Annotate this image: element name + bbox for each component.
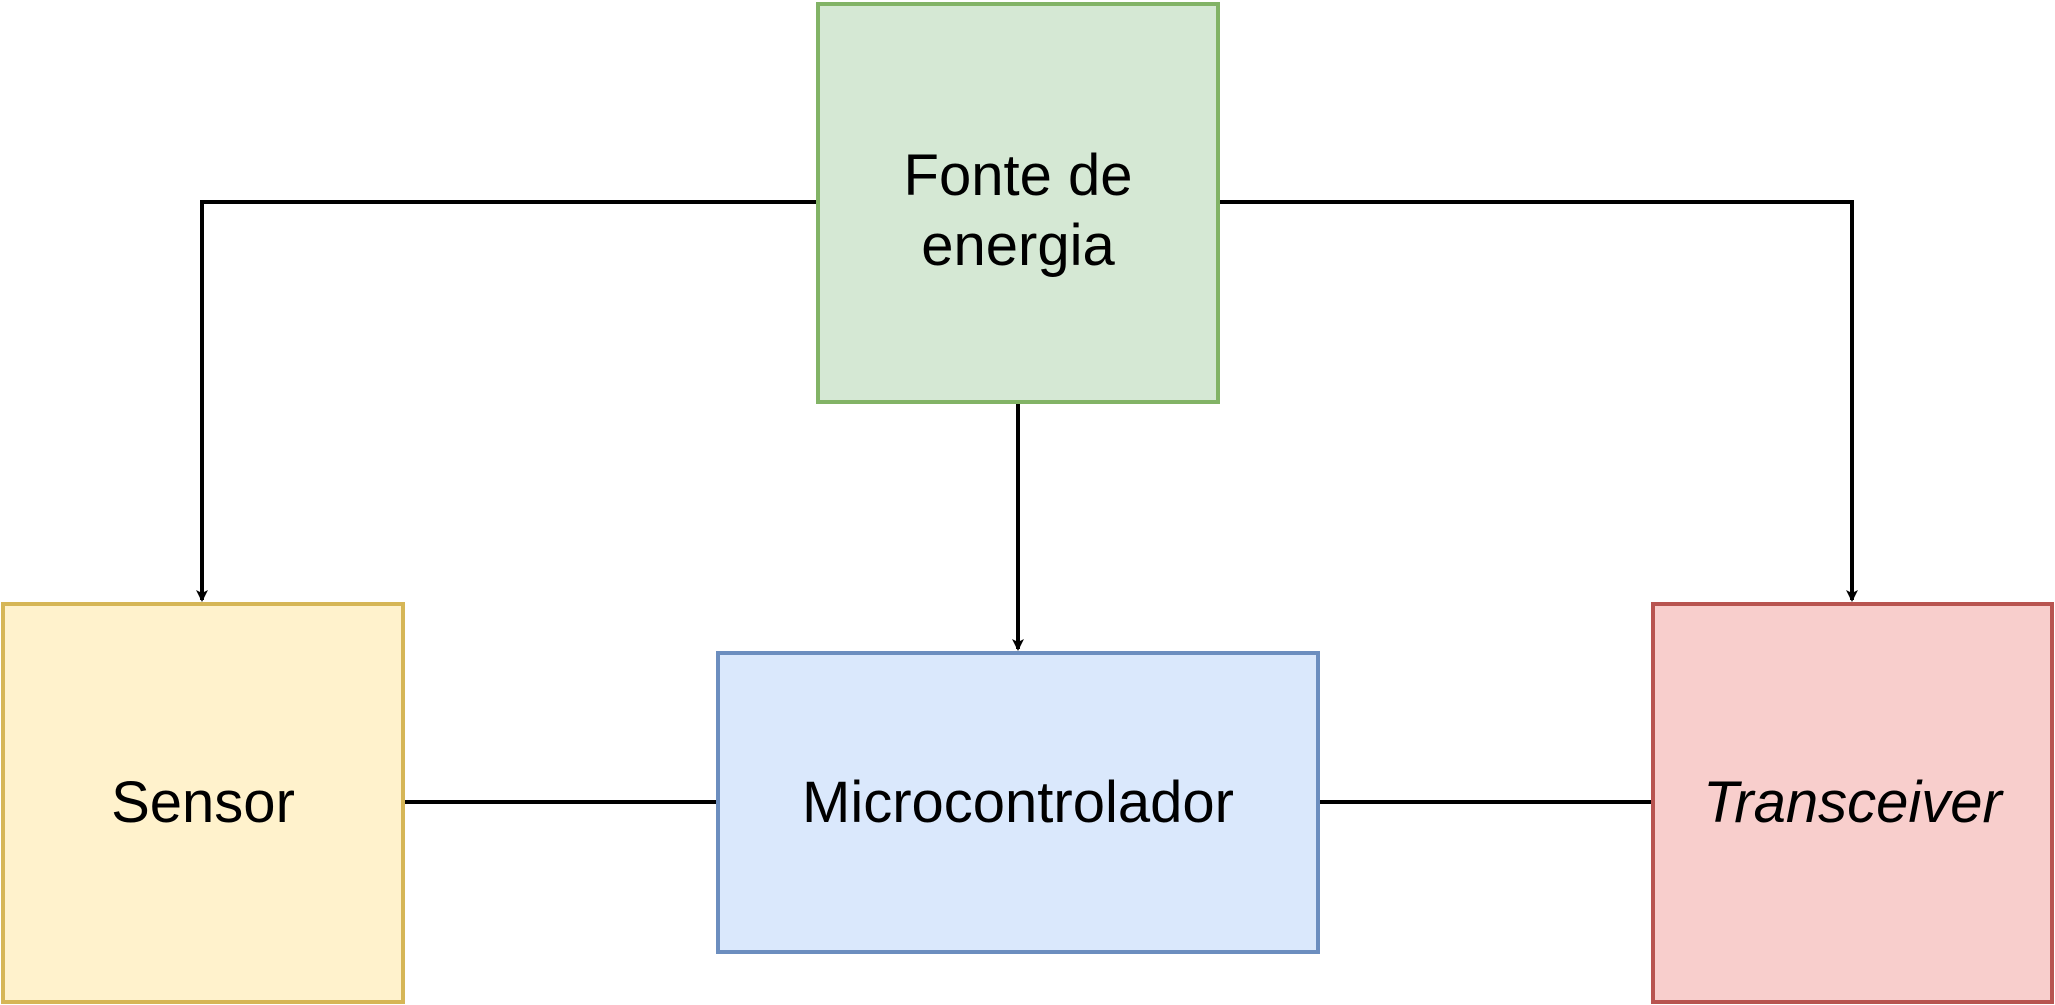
transceiver-node[interactable]: Transceiver [1651,602,2054,1004]
sensor-node[interactable]: Sensor [1,602,405,1004]
sensor-label: Sensor [111,770,295,836]
power-supply-label: Fonte de energia [903,143,1133,278]
microcontroller-label: Microcontrolador [802,769,1234,835]
microcontroller-node[interactable]: Microcontrolador [716,651,1320,954]
edge-power-to-transceiver [1220,200,1858,602]
power-supply-node[interactable]: Fonte de energia [816,2,1220,404]
connectors [196,200,1858,804]
transceiver-label: Transceiver [1703,770,2002,836]
edge-power-to-sensor [196,200,816,602]
